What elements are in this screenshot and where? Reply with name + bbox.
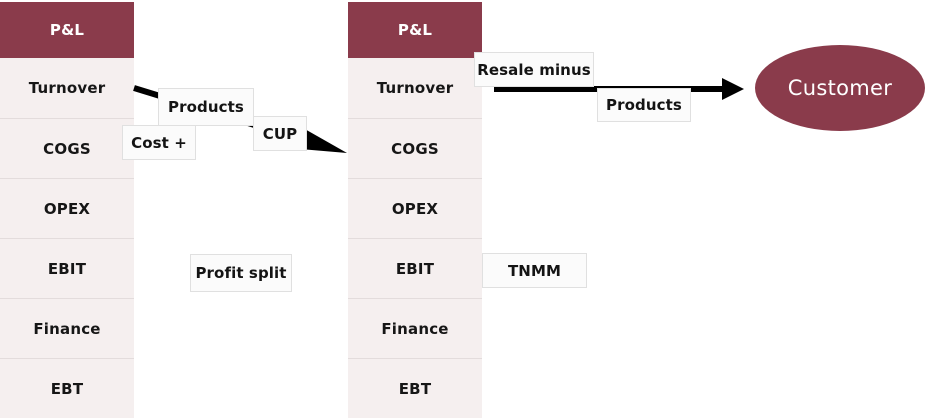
pl-left-row-ebit: EBIT — [0, 238, 134, 298]
pl-left-row-cogs: COGS — [0, 118, 134, 178]
pl-right-row-cogs: COGS — [348, 118, 482, 178]
pl-left-row-ebt: EBT — [0, 358, 134, 418]
customer-node[interactable]: Customer — [755, 45, 925, 131]
pl-right-row-ebit: EBIT — [348, 238, 482, 298]
pl-left-row-turnover: Turnover — [0, 58, 134, 118]
method-label-cost-plus[interactable]: Cost + — [122, 125, 196, 160]
pl-left-header: P&L — [0, 2, 134, 58]
method-label-resale-minus[interactable]: Resale minus — [474, 52, 594, 87]
method-label-products-left[interactable]: Products — [158, 88, 254, 126]
pl-right-row-opex: OPEX — [348, 178, 482, 238]
pl-left-row-opex: OPEX — [0, 178, 134, 238]
pl-table-left: P&L Turnover COGS OPEX EBIT Finance EBT — [0, 2, 134, 418]
pl-right-row-finance: Finance — [348, 298, 482, 358]
pl-right-row-turnover: Turnover — [348, 58, 482, 118]
method-label-tnmm[interactable]: TNMM — [482, 253, 587, 288]
method-label-products-right[interactable]: Products — [597, 88, 691, 122]
method-label-cup[interactable]: CUP — [253, 116, 307, 151]
pl-right-row-ebt: EBT — [348, 358, 482, 418]
customer-node-label: Customer — [787, 76, 893, 100]
method-label-profit-split[interactable]: Profit split — [190, 254, 292, 292]
pl-table-right: P&L Turnover COGS OPEX EBIT Finance EBT — [348, 2, 482, 418]
pl-right-header: P&L — [348, 2, 482, 58]
pl-left-row-finance: Finance — [0, 298, 134, 358]
